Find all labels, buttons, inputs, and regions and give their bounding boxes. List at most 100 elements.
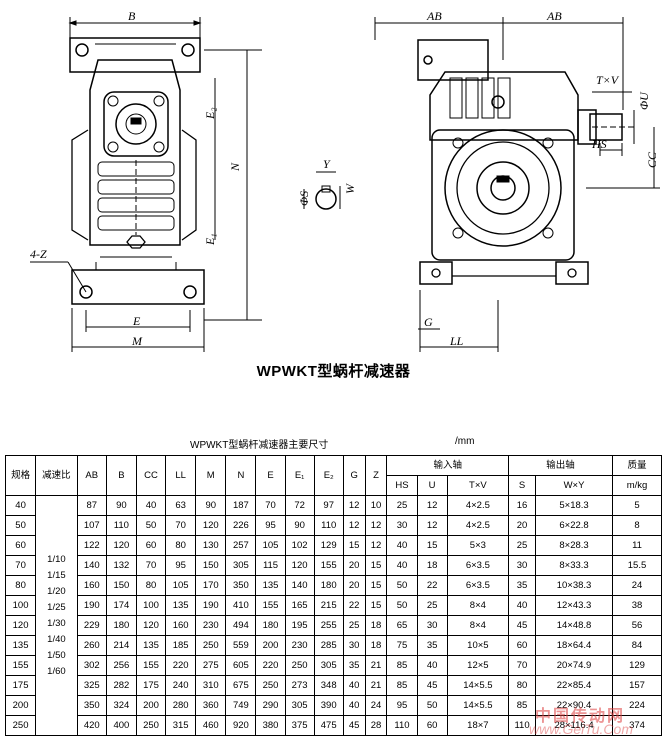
- table-cell: 12: [364, 535, 388, 556]
- table-cell: 410: [225, 595, 257, 616]
- table-cell: 374: [612, 715, 662, 736]
- table-cell: 40: [4, 495, 37, 516]
- table-cell: 475: [313, 715, 344, 736]
- table-cell: 250: [284, 655, 315, 676]
- table-cell: 310: [195, 675, 227, 696]
- header-U: U: [416, 475, 448, 496]
- table-cell: 185: [165, 635, 197, 656]
- table-cell: 6×3.5: [446, 575, 510, 596]
- table-cell: 10×5: [446, 635, 510, 656]
- header-M: M: [195, 455, 227, 496]
- dim-label-U: ΦU: [637, 91, 651, 110]
- table-cell: 90: [105, 495, 137, 516]
- table-cell: 5×3: [446, 535, 510, 556]
- table-cell: 40: [416, 655, 448, 676]
- dim-label-M: M: [131, 334, 143, 348]
- table-cell: 10×38.3: [535, 575, 613, 596]
- ratio-value: 1/10: [47, 553, 66, 565]
- dim-label-TV: T×V: [596, 73, 620, 87]
- table-cell: 20: [508, 515, 537, 536]
- table-cell: 18: [416, 555, 448, 576]
- table-cell: 70: [165, 515, 197, 536]
- header-CC: CC: [135, 455, 167, 496]
- table-cell: 380: [255, 715, 286, 736]
- table-cell: 21: [364, 655, 388, 676]
- table-cell: 50: [386, 575, 418, 596]
- header-AB: AB: [76, 455, 107, 496]
- table-cell: 250: [135, 715, 167, 736]
- table-cell: 20: [342, 575, 366, 596]
- header-ratio: 减速比: [35, 455, 78, 496]
- table-cell: 80: [508, 675, 537, 696]
- table-cell: 85: [386, 655, 418, 676]
- table-cell: 60: [508, 635, 537, 656]
- table-cell: 129: [612, 655, 662, 676]
- table-cell: 84: [612, 635, 662, 656]
- table-cell: 22: [342, 595, 366, 616]
- table-cell: 8×4: [446, 595, 510, 616]
- table-cell: 120: [105, 535, 137, 556]
- table-cell: 324: [105, 695, 137, 716]
- table-cell: 105: [255, 535, 286, 556]
- header-HS: HS: [386, 475, 418, 496]
- table-cell: 360: [195, 695, 227, 716]
- table-cell: 18×64.4: [535, 635, 613, 656]
- table-cell: 180: [313, 575, 344, 596]
- table-cell: 187: [225, 495, 257, 516]
- table-cell: 40: [135, 495, 167, 516]
- table-cell: 95: [165, 555, 197, 576]
- dim-label-Z: 4-Z: [30, 247, 47, 261]
- dim-label-B: B: [128, 9, 136, 23]
- table-cell: 20×74.9: [535, 655, 613, 676]
- table-cell: 155: [255, 595, 286, 616]
- table-cell: 4×2.5: [446, 495, 510, 516]
- table-cell: 160: [165, 615, 197, 636]
- table-cell: 70: [255, 495, 286, 516]
- table-cell: 165: [284, 595, 315, 616]
- table-cell: 65: [386, 615, 418, 636]
- table-cell: 200: [4, 695, 37, 716]
- table-cell: 95: [255, 515, 286, 536]
- table-cell: 120: [135, 615, 167, 636]
- table-cell: 70: [135, 555, 167, 576]
- table-cell: 20: [342, 555, 366, 576]
- table-cell: 35: [508, 575, 537, 596]
- table-cell: 180: [105, 615, 137, 636]
- table-cell: 12: [342, 515, 366, 536]
- table-cell: 45: [416, 675, 448, 696]
- dim-label-E2: E₂: [203, 107, 217, 120]
- header-E1: E₁: [284, 455, 315, 496]
- table-cell: 24: [612, 575, 662, 596]
- table-cell: 280: [165, 695, 197, 716]
- table-cell: 60: [135, 535, 167, 556]
- table-unit: /mm: [455, 436, 475, 447]
- table-cell: 195: [284, 615, 315, 636]
- table-cell: 229: [76, 615, 107, 636]
- header-S: S: [508, 475, 537, 496]
- header-output-shaft: 输出轴: [508, 455, 613, 476]
- table-cell: 460: [195, 715, 227, 736]
- table-cell: 8×28.3: [535, 535, 613, 556]
- table-cell: 25: [508, 535, 537, 556]
- table-cell: 257: [225, 535, 257, 556]
- table-cell: 175: [4, 675, 37, 696]
- table-cell: 8×4: [446, 615, 510, 636]
- table-cell: 28×116.4: [535, 715, 613, 736]
- table-cell: 15: [416, 535, 448, 556]
- table-cell: 63: [165, 495, 197, 516]
- table-cell: 273: [284, 675, 315, 696]
- table-cell: 80: [4, 575, 37, 596]
- dim-label-AB-left: AB: [426, 9, 442, 23]
- header-Z: Z: [364, 455, 388, 496]
- table-cell: 135: [255, 575, 286, 596]
- table-cell: 348: [313, 675, 344, 696]
- table-cell: 115: [255, 555, 286, 576]
- table-cell: 190: [76, 595, 107, 616]
- table-cell: 285: [313, 635, 344, 656]
- table-cell: 87: [76, 495, 107, 516]
